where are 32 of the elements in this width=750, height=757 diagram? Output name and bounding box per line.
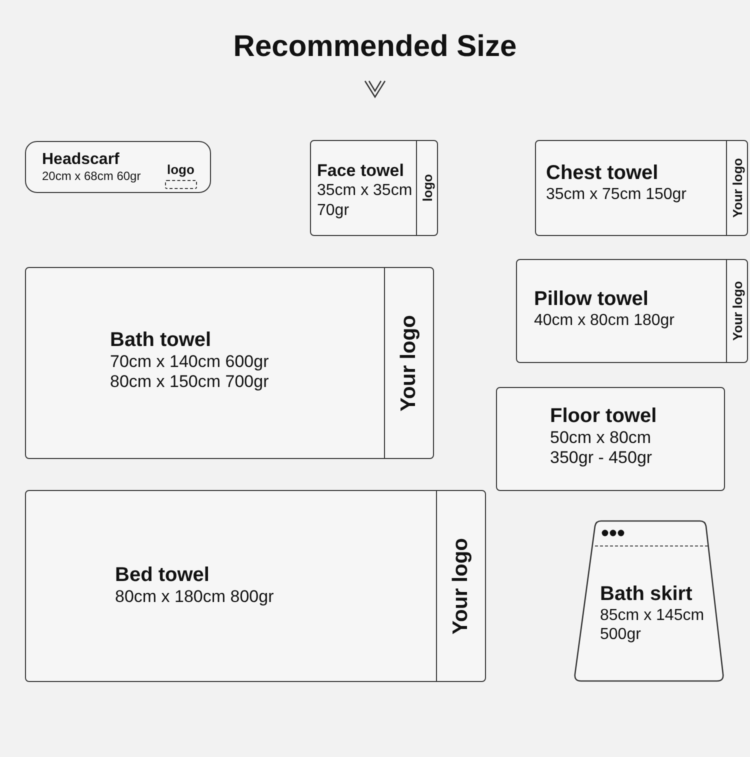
towel-outline <box>25 267 434 459</box>
title: Recommended Size <box>232 30 518 64</box>
towel-name: Bed towel <box>115 563 210 587</box>
size-text: 70cm x 140cm 600gr <box>110 352 269 372</box>
vertical-label: Your logo <box>730 281 744 341</box>
size-text: 50cm x 80cm <box>550 428 652 448</box>
vertical-label: Your logo <box>397 314 421 412</box>
placeholder-label: logo <box>167 162 194 177</box>
size-text: 35cm x 35cm 70gr <box>317 181 414 220</box>
size-text: 40cm x 80cm 180gr <box>534 311 675 330</box>
towel-outline <box>516 259 748 363</box>
towel-outline <box>496 387 725 491</box>
towel-name: Face towel <box>317 161 405 182</box>
vertical-label: Your logo <box>730 158 744 218</box>
towel-name: Bath skirt <box>600 582 694 606</box>
towel-outline <box>535 140 748 236</box>
towel-name: Chest towel <box>546 161 660 185</box>
towel-outline <box>25 141 211 193</box>
vertical-label: Your logo <box>449 538 473 634</box>
towel-outline <box>25 490 486 682</box>
towel-name: Bath towel <box>110 328 212 352</box>
size-text: 80cm x 180cm 800gr <box>115 587 274 608</box>
towel-outline <box>310 140 438 236</box>
size-text: 85cm x 145cm 500gr <box>600 606 706 644</box>
towel-name: Floor towel <box>550 404 657 428</box>
towel-name: Pillow towel <box>534 287 650 311</box>
size-text: 80cm x 150cm 700gr <box>110 372 269 393</box>
size-text: 350gr - 450gr <box>550 448 654 469</box>
vertical-label: logo <box>420 174 434 202</box>
size-text: 35cm x 75cm 150gr <box>546 185 687 204</box>
size-text: 20cm x 68cm 60gr <box>42 169 141 184</box>
towel-name: Headscarf <box>42 150 120 170</box>
